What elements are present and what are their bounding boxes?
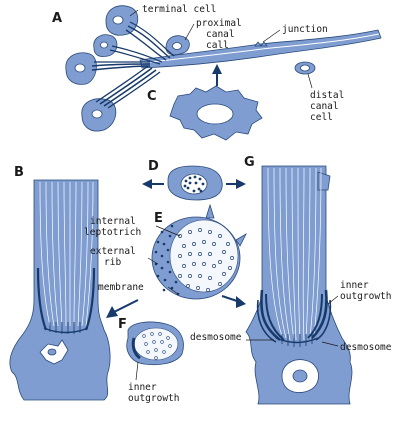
label-membrane: membrane	[98, 282, 144, 293]
arrow-d-right	[226, 179, 246, 189]
label-proximal-1: proximal	[196, 18, 242, 29]
panel-c-cross-section: C	[147, 85, 263, 141]
cell-f-lumen	[133, 327, 179, 361]
cell-g-body	[245, 165, 353, 405]
panel-label-d: D	[148, 159, 159, 174]
inner-outgrowth-g	[256, 289, 332, 343]
arrow-d-left	[142, 179, 164, 189]
internal-leptotrichs	[178, 228, 234, 292]
proximal-canal-cell	[165, 35, 190, 56]
leader-junction	[262, 29, 281, 43]
cell-b-fibrils	[39, 181, 94, 327]
label-inner-outgrowth-g-1: inner	[340, 280, 369, 291]
terminal-cell-2	[93, 34, 163, 65]
panel-label-g: G	[244, 155, 255, 170]
label-proximal-3: call	[206, 40, 229, 51]
inner-outgrowth-f-mark	[131, 337, 141, 360]
leader-terminal-cell	[129, 9, 139, 17]
canal-lumen-line	[141, 33, 380, 64]
arrow-c-to-a	[212, 64, 222, 86]
leader-proximal-canal	[184, 23, 195, 41]
cell-g-fibrils	[267, 167, 322, 341]
panel-label-a: A	[52, 11, 62, 26]
junction-bumps	[254, 41, 268, 47]
label-internal-2: leptotrich	[84, 227, 141, 238]
terminal-cell-3	[65, 52, 151, 85]
label-distal-3: cell	[310, 112, 333, 123]
leader-distal-canal	[307, 73, 313, 89]
label-internal-1: internal	[90, 216, 136, 227]
panel-b-terminal-cell: B	[9, 165, 111, 401]
panel-label-b: B	[14, 165, 24, 180]
panel-f-cross-section: F inner outgrowth	[118, 317, 184, 404]
panel-label-e: E	[154, 211, 163, 226]
cell-b-base-line	[43, 327, 89, 334]
distal-canal-cell	[294, 61, 316, 75]
panel-d-cross-section: D	[142, 159, 246, 201]
leader-internal-leptotrich	[155, 225, 181, 237]
label-junction: junction	[282, 24, 328, 35]
leader-inner-outgrowth-f	[135, 361, 139, 381]
arrow-e-to-b	[106, 299, 139, 318]
terminal-cell-4	[81, 65, 161, 132]
label-external-1: external	[90, 246, 136, 257]
label-distal-1: distal	[310, 90, 344, 101]
terminal-cell-1	[105, 5, 175, 61]
label-inner-outgrowth-f-1: inner	[128, 382, 157, 393]
canal-lumen-c	[196, 103, 234, 125]
arrow-e-to-g	[221, 295, 246, 308]
panel-e-cross-section: E internal leptotrich external rib membr…	[84, 203, 247, 318]
leader-inner-outgrowth-g	[327, 295, 339, 305]
label-terminal-cell: terminal cell	[142, 4, 216, 15]
panel-a-canal-diagram: A terminal cell proximal canal call junc…	[52, 4, 382, 132]
panel-g-terminal-cell: G inner outgrowth desmosome desmosome	[190, 155, 392, 405]
cell-e-lumen	[169, 219, 239, 293]
label-inner-outgrowth-g-2: outgrowth	[340, 291, 391, 302]
panel-label-c: C	[147, 89, 157, 104]
label-proximal-2: canal	[206, 29, 235, 40]
label-desmosome-left: desmosome	[190, 332, 242, 343]
label-inner-outgrowth-f-2: outgrowth	[128, 393, 179, 404]
leader-external-rib	[147, 257, 159, 265]
label-desmosome-right: desmosome	[340, 342, 392, 353]
panel-label-f: F	[118, 317, 127, 332]
label-external-2: rib	[104, 257, 121, 268]
leader-desmosome-right	[321, 341, 339, 347]
leader-membrane	[167, 286, 179, 295]
label-distal-2: canal	[310, 101, 339, 112]
